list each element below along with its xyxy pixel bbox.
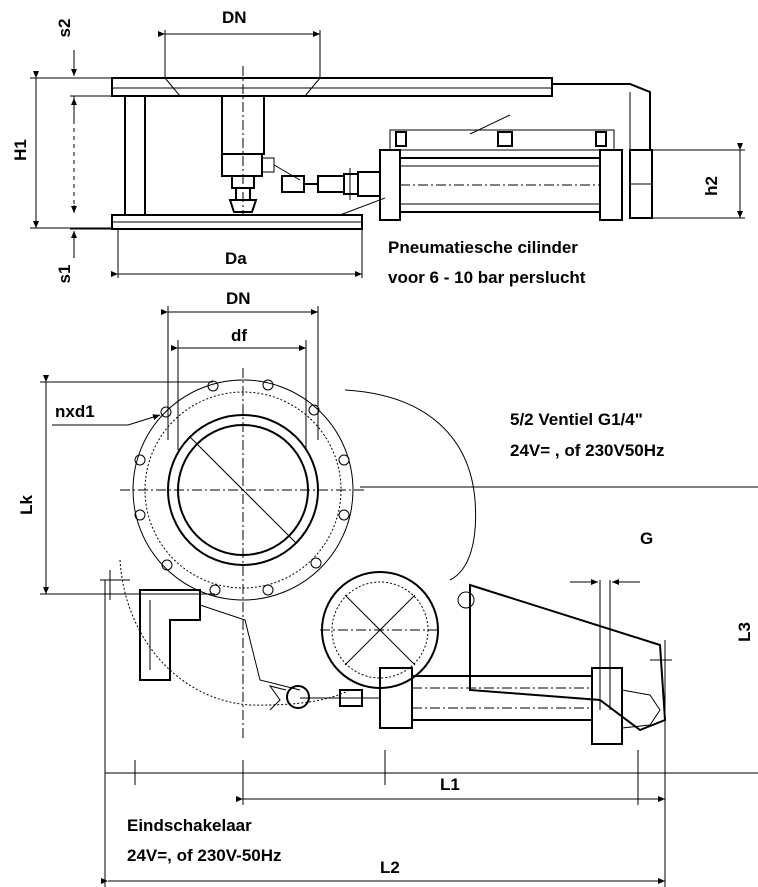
s1-label: s1 xyxy=(55,264,74,284)
s2-label: s2 xyxy=(55,18,74,38)
plan-view xyxy=(40,306,758,887)
l1-label: L1 xyxy=(440,775,460,794)
plan-dn-label: DN xyxy=(226,289,251,308)
g-label: G xyxy=(640,529,654,548)
cylinder-note-line2: voor 6 - 10 bar perslucht xyxy=(388,268,586,287)
l3-label: L3 xyxy=(735,622,754,642)
switch-note-line1: Eindschakelaar xyxy=(127,816,252,835)
side-dn-label: DN xyxy=(222,8,247,27)
lk-label: Lk xyxy=(17,495,36,515)
h2-label: h2 xyxy=(702,176,721,196)
pneumatic-cylinder-side xyxy=(379,114,653,221)
valve-note-line1: 5/2 Ventiel G1/4" xyxy=(510,410,643,429)
bolt-holes xyxy=(134,379,350,596)
side-view xyxy=(30,30,745,278)
top-plate xyxy=(111,77,553,97)
da-label: Da xyxy=(225,249,247,268)
l2-label: L2 xyxy=(380,858,400,877)
h1-label: H1 xyxy=(11,139,30,161)
pneumatic-cylinder-plan xyxy=(268,667,661,745)
cylinder-note-line1: Pneumatiesche cilinder xyxy=(388,238,578,257)
switch-note-line2: 24V=, of 230V-50Hz xyxy=(127,846,282,865)
df-label: df xyxy=(231,326,248,345)
nxd1-label: nxd1 xyxy=(55,402,95,421)
valve-note-line2: 24V= , of 230V50Hz xyxy=(510,441,665,460)
